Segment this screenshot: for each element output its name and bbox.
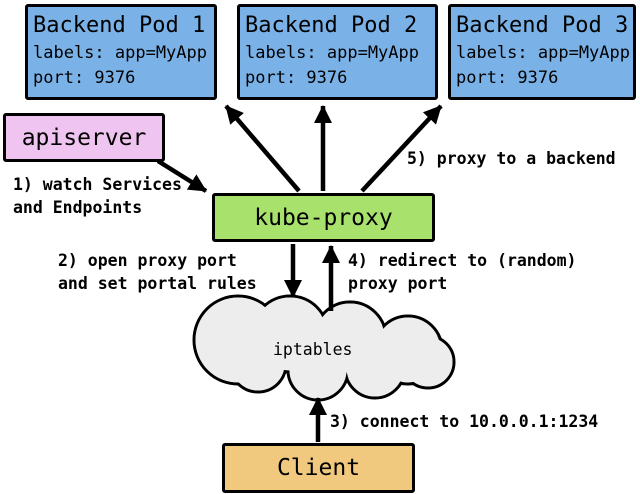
backend-pod-1-box: Backend Pod 1 labels: app=MyApp port: 93… <box>25 4 217 100</box>
backend-pod-2-port: port: 9376 <box>245 68 348 88</box>
backend-pod-1-labels: labels: app=MyApp <box>33 43 207 63</box>
kube-proxy-box: kube-proxy <box>212 193 435 242</box>
step2-open-proxy-port-label: 2) open proxy port and set portal rules <box>58 251 257 293</box>
apiserver-box: apiserver <box>3 113 165 162</box>
backend-pod-2-labels: labels: app=MyApp <box>245 43 419 63</box>
backend-pod-1-title: Backend Pod 1 <box>33 13 206 38</box>
apiserver-label: apiserver <box>21 124 147 151</box>
backend-pod-3-title: Backend Pod 3 <box>456 13 629 38</box>
client-label: Client <box>276 455 361 481</box>
backend-pod-2-title: Backend Pod 2 <box>245 13 418 38</box>
iptables-cloud <box>192 294 456 402</box>
arrow-kube-proxy-to-pod3 <box>360 104 443 193</box>
step5-proxy-backend-label: 5) proxy to a backend <box>407 149 616 168</box>
arrow-kube-proxy-to-pod1 <box>224 104 301 193</box>
step3-connect-label: 3) connect to 10.0.0.1:1234 <box>330 412 599 431</box>
step4-redirect-label: 4) redirect to (random) proxy port <box>348 251 577 293</box>
step1-watch-services-label: 1) watch Services and Endpoints <box>13 175 182 217</box>
backend-pod-1-port: port: 9376 <box>33 68 136 88</box>
kube-proxy-label: kube-proxy <box>254 204 393 231</box>
backend-pod-3-port: port: 9376 <box>456 68 559 88</box>
backend-pod-3-labels: labels: app=MyApp <box>456 43 630 63</box>
backend-pod-3-box: Backend Pod 3 labels: app=MyApp port: 93… <box>448 4 636 100</box>
iptables-label: iptables <box>273 340 353 359</box>
backend-pod-2-box: Backend Pod 2 labels: app=MyApp port: 93… <box>237 4 438 100</box>
arrow-apiserver-to-kube-proxy <box>156 159 208 193</box>
client-box: Client <box>222 443 415 493</box>
